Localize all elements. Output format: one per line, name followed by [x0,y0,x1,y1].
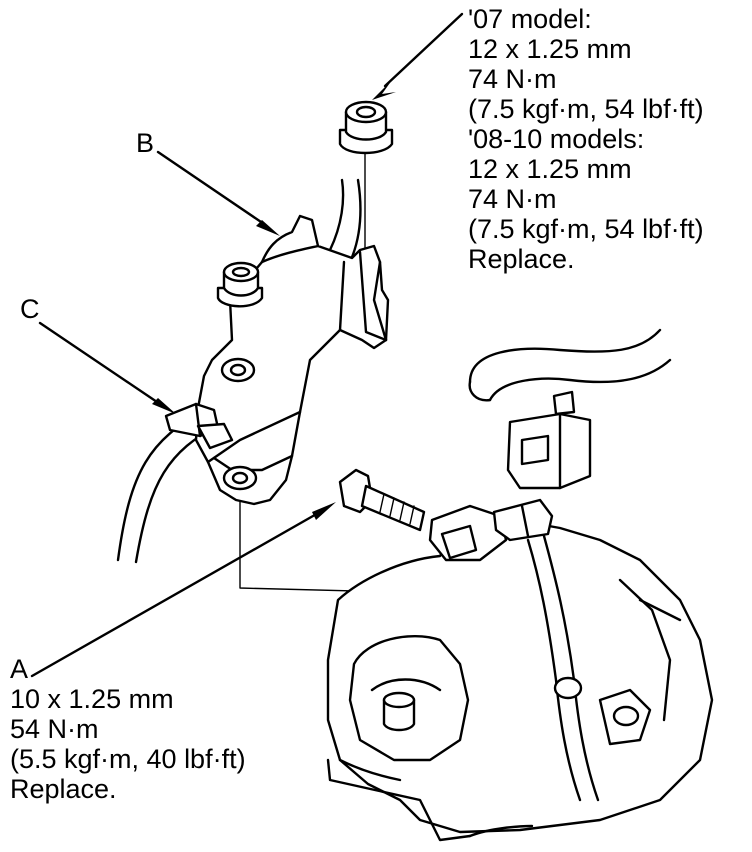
nut-spec-text: '07 model: 12 x 1.25 mm 74 N·m (7.5 kgf·… [468,4,704,274]
nut-spec-line: 12 x 1.25 mm [468,154,632,184]
bolt-a-spec-line: 10 x 1.25 mm [10,684,174,714]
nut-spec-line: 74 N·m [468,184,557,214]
clip-c [164,402,234,450]
leader-c [38,321,176,414]
nut-spec-line: (7.5 kgf·m, 54 lbf·ft) [468,214,704,244]
nut-spec-line: '08-10 models: [468,124,645,154]
bolt-a-spec-line: Replace. [10,774,117,804]
bolt-a-spec-line: 54 N·m [10,714,99,744]
top-flange-nut [338,100,394,155]
mount-assembly [326,328,714,842]
leader-a [30,502,336,678]
callout-a-label: A [10,654,29,684]
callout-c-label: C [20,294,40,324]
leader-nut [372,12,464,100]
nut-spec-line: Replace. [468,244,575,274]
bracket-stud-nut [216,261,264,308]
nut-spec-line: '07 model: [468,4,592,34]
bolt-a-spec-text: A 10 x 1.25 mm 54 N·m (5.5 kgf·m, 40 lbf… [10,654,246,804]
nut-spec-line: (7.5 kgf·m, 54 lbf·ft) [468,94,704,124]
callout-b-label: B [136,128,155,158]
leader-b [156,150,280,236]
nut-spec-line: 74 N·m [468,64,557,94]
nut-spec-line: 12 x 1.25 mm [468,34,632,64]
bracket-b [194,214,390,506]
bolt-a [338,468,426,532]
bolt-a-spec-line: (5.5 kgf·m, 40 lbf·ft) [10,744,246,774]
